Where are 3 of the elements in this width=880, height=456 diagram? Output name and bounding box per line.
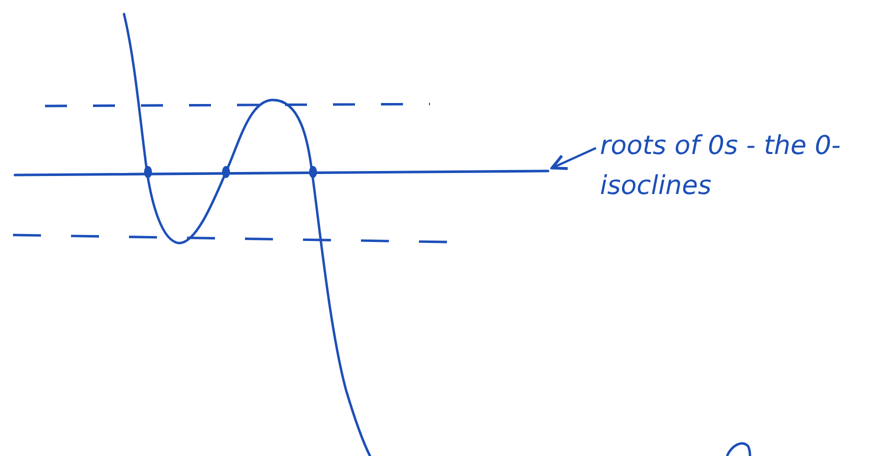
axis-line [14, 170, 550, 176]
annotation-text: roots of 0s - the 0-isoclines [600, 126, 870, 207]
arrow [550, 147, 596, 170]
